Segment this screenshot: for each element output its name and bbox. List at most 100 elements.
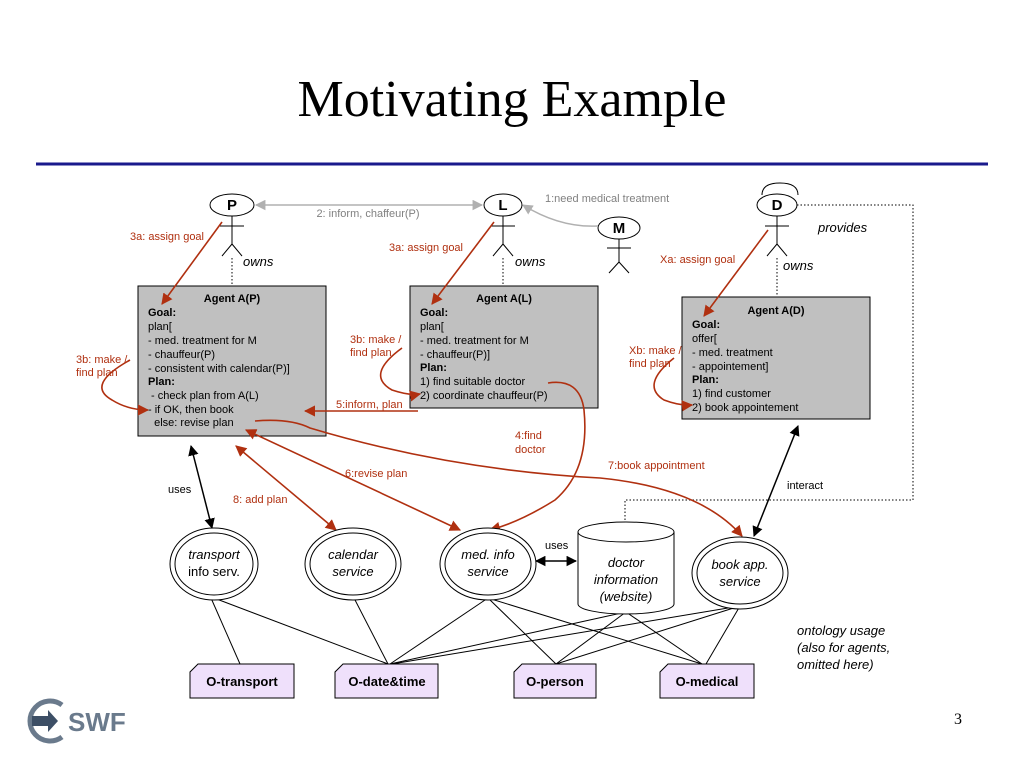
assign-goal-d-arrow <box>703 229 769 317</box>
book-app-service-label-1: book app. <box>711 557 768 572</box>
assign-goal-p-label: 3a: assign goal <box>130 231 204 243</box>
agent-ad-title: Agent A(D) <box>747 305 804 317</box>
book-appointment-label: 7:book appointment <box>608 460 705 472</box>
add-plan-label: 8: add plan <box>233 494 287 506</box>
make-plan-p-label-1: 3b: make / <box>76 354 128 366</box>
find-doctor-arrow <box>488 381 586 533</box>
add-plan-arrow <box>235 445 337 531</box>
agent-ap-line: plan[ <box>148 321 172 333</box>
agent-ap-line: - if OK, then book <box>148 404 234 416</box>
book-app-service-label-2: service <box>719 574 760 589</box>
page-number: 3 <box>954 711 962 728</box>
revise-plan-arrow <box>244 429 462 531</box>
page-title: Motivating Example <box>298 71 727 128</box>
actor-m: M <box>597 216 641 274</box>
ontology-person: O-person <box>513 663 597 699</box>
calendar-service: calendar service <box>304 527 402 601</box>
make-plan-p-arrow <box>101 359 150 416</box>
agent-ad-line: Plan: <box>692 374 719 386</box>
agent-ap-line: - check plan from A(L) <box>148 390 259 402</box>
ontology-note-3: omitted here) <box>797 657 874 672</box>
med-info-service-label-1: med. info <box>461 547 514 562</box>
assign-goal-p-arrow <box>161 221 223 305</box>
med-info-service: med. info service <box>439 527 537 601</box>
transport-service-label-1: transport <box>188 547 241 562</box>
inform-chauffeur-label: 2: inform, chaffeur(P) <box>316 208 419 220</box>
agent-ap-title: Agent A(P) <box>204 293 261 305</box>
actor-d-label: D <box>772 197 783 214</box>
ontology-medical-label: O-medical <box>676 674 739 689</box>
agent-al-line: - chauffeur(P)] <box>420 349 490 361</box>
agent-ad-box: Agent A(D) Goal: offer[ - med. treatment… <box>681 296 871 420</box>
make-plan-l-label-1: 3b: make / <box>350 334 402 346</box>
agent-ad-line: - appointement] <box>692 361 768 373</box>
ontology-person-label: O-person <box>526 674 584 689</box>
find-doctor-label-1: 4:find <box>515 430 542 442</box>
agent-al-line: plan[ <box>420 321 444 333</box>
swf-logo-text: SWF <box>68 707 126 737</box>
uses-right-label: uses <box>545 540 569 552</box>
doctor-info-label-1: doctor <box>608 555 645 570</box>
actor-m-label: M <box>613 220 626 237</box>
ontology-date-time-label: O-date&time <box>348 674 425 689</box>
doctor-info-label-3: (website) <box>600 589 653 604</box>
book-app-service: book app. service <box>691 536 789 610</box>
transport-service-label-2: info serv. <box>188 564 240 579</box>
agent-ad-line: offer[ <box>692 333 717 345</box>
swf-logo: SWF <box>27 698 126 744</box>
owns-p-label: owns <box>243 254 274 269</box>
owns-d-label: owns <box>783 258 814 273</box>
provides-line <box>624 204 914 522</box>
inform-plan-label: 5:inform, plan <box>336 399 403 411</box>
agent-ad-line: Goal: <box>692 319 720 331</box>
actor-p-label: P <box>227 197 237 214</box>
agent-ad-line: 2) book appointement <box>692 402 798 414</box>
agent-al-line: - med. treatment for M <box>420 335 529 347</box>
make-plan-d-label-1: Xb: make / <box>629 345 683 357</box>
book-appointment-arrow <box>254 419 743 537</box>
need-treatment-arrow <box>522 204 599 227</box>
uses-transport-arrow <box>188 444 215 530</box>
uses-left-label: uses <box>168 484 192 496</box>
calendar-service-label-1: calendar <box>328 547 379 562</box>
agent-ap-line: else: revise plan <box>148 417 234 429</box>
ontology-note-2: (also for agents, <box>797 640 890 655</box>
swf-logo-icon <box>27 698 64 744</box>
agent-ap-line: Plan: <box>148 376 175 388</box>
need-medical-label: 1:need medical treatment <box>545 193 669 205</box>
transport-service: transport info serv. <box>169 527 259 601</box>
make-plan-l-label-2: find plan <box>350 347 392 359</box>
interact-arrow <box>752 425 800 537</box>
agent-ap-box: Agent A(P) Goal: plan[ - med. treatment … <box>137 285 327 437</box>
agent-al-line: Goal: <box>420 307 448 319</box>
owns-l-label: owns <box>515 254 546 269</box>
agent-al-box: Agent A(L) Goal: plan[ - med. treatment … <box>409 285 599 409</box>
agent-ap-line: - med. treatment for M <box>148 335 257 347</box>
agent-ad-line: 1) find customer <box>692 388 771 400</box>
actor-d: D <box>756 182 799 257</box>
find-doctor-label-2: doctor <box>515 444 546 456</box>
agent-ap-line: Goal: <box>148 307 176 319</box>
doctor-info-label-2: information <box>594 572 658 587</box>
make-plan-l-arrow <box>379 347 422 402</box>
swf-logo-arrow-icon <box>32 710 58 732</box>
ontology-date-time: O-date&time <box>334 663 439 699</box>
make-plan-d-label-2: find plan <box>629 358 671 370</box>
ontology-links <box>210 597 741 665</box>
agent-al-line: 2) coordinate chauffeur(P) <box>420 390 548 402</box>
make-plan-d-arrow <box>653 357 694 412</box>
ontology-transport-label: O-transport <box>206 674 278 689</box>
agent-ap-line: - chauffeur(P) <box>148 349 215 361</box>
provides-label: provides <box>817 220 868 235</box>
agent-ap-line: - consistent with calendar(P)] <box>148 363 290 375</box>
agent-al-line: Plan: <box>420 362 447 374</box>
ontology-medical: O-medical <box>659 663 755 699</box>
calendar-service-label-2: service <box>332 564 373 579</box>
assign-goal-d-label: Xa: assign goal <box>660 254 735 266</box>
agent-al-line: 1) find suitable doctor <box>420 376 526 388</box>
actor-p: P <box>209 193 255 257</box>
revise-plan-label: 6:revise plan <box>345 468 407 480</box>
agent-al-title: Agent A(L) <box>476 293 532 305</box>
make-plan-p-label-2: find plan <box>76 367 118 379</box>
